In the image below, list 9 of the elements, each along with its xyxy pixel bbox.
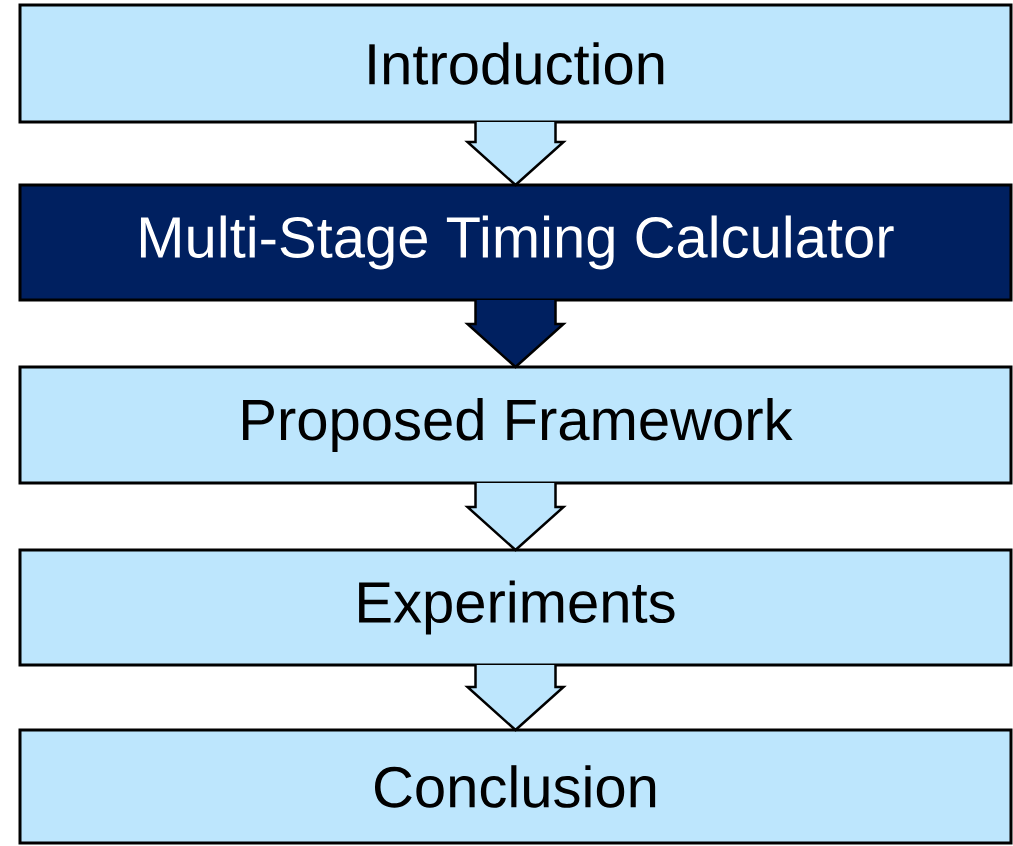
- block-arrow: [464, 663, 567, 732]
- section-box: Multi-Stage Timing Calculator: [18, 183, 1013, 302]
- section-box: Conclusion: [18, 728, 1013, 845]
- section-box: Experiments: [18, 548, 1013, 667]
- block-arrow: [464, 120, 567, 187]
- section-box: Proposed Framework: [18, 365, 1013, 485]
- block-arrow: [464, 298, 567, 369]
- block-arrow: [464, 481, 567, 552]
- section-box: Introduction: [18, 3, 1013, 124]
